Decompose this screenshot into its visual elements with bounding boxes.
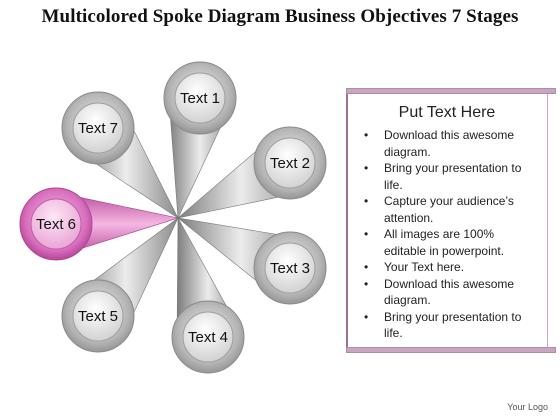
node-6: Text 6 (19, 187, 93, 261)
node-label: Text 3 (270, 260, 310, 277)
node-5: Text 5 (61, 279, 135, 353)
panel-right-border (547, 92, 548, 349)
node-label: Text 6 (36, 216, 76, 233)
node-face (30, 198, 82, 250)
node-face (182, 311, 234, 363)
logo-text: Your Logo (507, 402, 548, 412)
bullet-item: Your Text here. (358, 259, 538, 276)
node-label: Text 1 (180, 90, 220, 107)
bullet-item: Bring your presentation to life. (358, 160, 538, 193)
bullet-item: Capture your audience’s attention. (358, 193, 538, 226)
panel-bottom-bar (346, 347, 556, 353)
node-face (264, 242, 316, 294)
node-face (72, 102, 124, 154)
panel-bullet-list: Download this awesome diagram. Bring you… (358, 127, 538, 342)
node-face (72, 290, 124, 342)
node-label: Text 5 (78, 308, 118, 325)
panel-left-border (346, 92, 348, 349)
bullet-item: Download this awesome diagram. (358, 276, 538, 309)
nodes-layer: Text 1 Text 2 Text 3 Text 4 Text 5 Text 6 Text… (19, 61, 327, 374)
node-7: Text 7 (61, 91, 135, 165)
node-face (264, 137, 316, 189)
node-2: Text 2 (253, 126, 327, 200)
node-label: Text 4 (188, 329, 228, 346)
node-face (174, 72, 226, 124)
panel-heading: Put Text Here (398, 104, 496, 121)
node-label: Text 2 (270, 155, 310, 172)
page-title: Multicolored Spoke Diagram Business Obje… (41, 6, 519, 27)
bullet-item: Bring your presentation to life. (358, 309, 538, 342)
node-label: Text 7 (78, 120, 118, 137)
panel-top-bar (346, 88, 556, 94)
node-1: Text 1 (163, 61, 237, 135)
node-3: Text 3 (253, 231, 327, 305)
node-4: Text 4 (171, 300, 245, 374)
bullet-item: Download this awesome diagram. (358, 127, 538, 160)
bullet-item: All images are 100% editable in powerpoi… (358, 226, 538, 259)
